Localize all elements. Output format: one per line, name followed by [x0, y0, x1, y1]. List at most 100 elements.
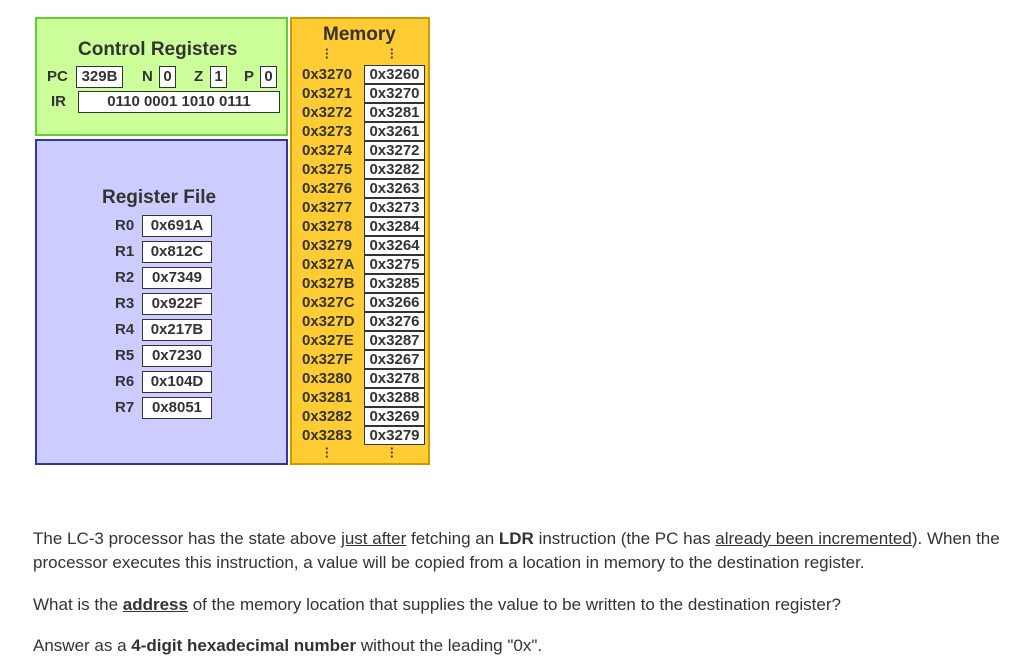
- question-text: fetching an: [406, 529, 499, 548]
- control-registers-title: Control Registers: [78, 39, 238, 60]
- memory-row: 0x3272 0x3281: [292, 103, 432, 122]
- memory-row: 0x3282 0x3269: [292, 407, 432, 426]
- memory-row: 0x327C 0x3266: [292, 293, 432, 312]
- memory-address: 0x3275: [302, 161, 353, 178]
- memory-value: 0x3282: [364, 160, 425, 179]
- n-flag-label: N: [142, 68, 153, 85]
- register-value: 0x8051: [142, 397, 212, 419]
- z-flag-value: 1: [210, 66, 227, 88]
- memory-value: 0x3275: [364, 255, 425, 274]
- question-text: The LC-3 processor has the state above: [33, 529, 342, 548]
- register-label: R2: [115, 269, 135, 286]
- emphasis-just-after: just after: [341, 529, 407, 548]
- memory-value: 0x3266: [364, 293, 425, 312]
- memory-address: 0x3282: [302, 408, 353, 425]
- emphasis-address: address: [122, 595, 188, 614]
- memory-address: 0x3274: [302, 142, 353, 159]
- memory-value: 0x3278: [364, 369, 425, 388]
- memory-address: 0x327D: [302, 313, 355, 330]
- memory-row: 0x327A 0x3275: [292, 255, 432, 274]
- memory-value: 0x3279: [364, 426, 425, 445]
- ir-value: 0110 0001 1010 0111: [78, 91, 280, 113]
- memory-address: 0x3281: [302, 389, 353, 406]
- memory-value-ellipsis-bottom: ···: [390, 441, 395, 464]
- memory-value: 0x3281: [364, 103, 425, 122]
- memory-address: 0x3283: [302, 427, 353, 444]
- question-text: What is the: [33, 595, 123, 614]
- memory-value: 0x3261: [364, 122, 425, 141]
- memory-row: 0x327E 0x3287: [292, 331, 432, 350]
- register-label: R4: [115, 321, 135, 338]
- memory-row: 0x3280 0x3278: [292, 369, 432, 388]
- memory-value: 0x3272: [364, 141, 425, 160]
- memory-value: 0x3260: [364, 65, 425, 84]
- register-label: R7: [115, 399, 135, 416]
- register-label: R0: [115, 217, 135, 234]
- memory-address: 0x327E: [302, 332, 354, 349]
- memory-value: 0x3285: [364, 274, 425, 293]
- memory-address: 0x327F: [302, 351, 353, 368]
- memory-address: 0x3273: [302, 123, 353, 140]
- memory-address: 0x3277: [302, 199, 353, 216]
- register-value: 0x922F: [142, 293, 212, 315]
- emphasis-hex-format: 4-digit hexadecimal number: [131, 636, 357, 655]
- register-value: 0x104D: [142, 371, 212, 393]
- question-paragraph-1: The LC-3 processor has the state above j…: [33, 527, 1008, 575]
- memory-address: 0x3272: [302, 104, 353, 121]
- memory-address-ellipsis-bottom: ···: [325, 441, 330, 464]
- register-value: 0x217B: [142, 319, 212, 341]
- memory-address: 0x3280: [302, 370, 353, 387]
- question-text: ). When the processor executes this inst…: [33, 529, 1000, 572]
- register-value: 0x812C: [142, 241, 212, 263]
- emphasis-ldr: LDR: [498, 529, 534, 548]
- memory-address-ellipsis-top: ···: [325, 42, 330, 65]
- memory-row: 0x3271 0x3270: [292, 84, 432, 103]
- memory-address: 0x327A: [302, 256, 355, 273]
- register-label: R3: [115, 295, 135, 312]
- register-value: 0x7349: [142, 267, 212, 289]
- memory-row: 0x3277 0x3273: [292, 198, 432, 217]
- memory-value: 0x3269: [364, 407, 425, 426]
- question-paragraph-2: What is the address of the memory locati…: [33, 593, 1008, 617]
- register-label: R5: [115, 347, 135, 364]
- memory-row: 0x3278 0x3284: [292, 217, 432, 236]
- memory-row: 0x3283 0x3279: [292, 426, 432, 445]
- memory-row: 0x3273 0x3261: [292, 122, 432, 141]
- z-flag-label: Z: [194, 68, 204, 85]
- memory-value: 0x3284: [364, 217, 425, 236]
- memory-value-ellipsis-top: ···: [390, 42, 395, 65]
- emphasis-already-incremented: already been incremented: [715, 529, 912, 548]
- pc-label: PC: [47, 68, 68, 85]
- register-file-title: Register File: [102, 187, 217, 208]
- memory-row: 0x3275 0x3282: [292, 160, 432, 179]
- memory-address: 0x3271: [302, 85, 353, 102]
- question-text: Answer as a: [33, 636, 132, 655]
- memory-row: 0x327B 0x3285: [292, 274, 432, 293]
- memory-value: 0x3287: [364, 331, 425, 350]
- memory-address: 0x3270: [302, 66, 353, 83]
- memory-address: 0x3276: [302, 180, 353, 197]
- question-text: of the memory location that supplies the…: [187, 595, 841, 614]
- p-flag-value: 0: [260, 66, 277, 88]
- ir-label: IR: [51, 93, 66, 110]
- memory-address: 0x3278: [302, 218, 353, 235]
- memory-value: 0x3270: [364, 84, 425, 103]
- memory-address: 0x327C: [302, 294, 355, 311]
- memory-address: 0x327B: [302, 275, 355, 292]
- pc-value: 329B: [76, 66, 123, 88]
- control-registers-panel: Control Registers PC 329B N 0 Z 1 P 0 IR…: [35, 17, 288, 136]
- register-value: 0x691A: [142, 215, 212, 237]
- p-flag-label: P: [244, 68, 255, 85]
- question-paragraph-3: Answer as a 4-digit hexadecimal number w…: [33, 634, 1008, 658]
- question-text: without the leading "0x".: [356, 636, 543, 655]
- question-text: instruction (the PC has: [533, 529, 716, 548]
- register-value: 0x7230: [142, 345, 212, 367]
- memory-value: 0x3264: [364, 236, 425, 255]
- memory-value: 0x3273: [364, 198, 425, 217]
